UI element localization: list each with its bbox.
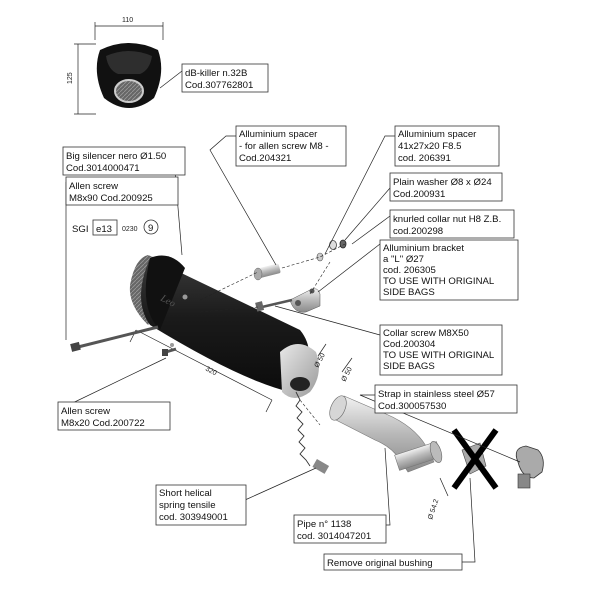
svg-text:41x27x20 F8.5: 41x27x20 F8.5 — [398, 141, 461, 152]
db-killer-insert — [114, 79, 144, 103]
svg-text:TO USE WITH ORIGINAL: TO USE WITH ORIGINAL — [383, 350, 495, 361]
svg-text:Cod.307762801: Cod.307762801 — [185, 80, 253, 91]
svg-text:Cod.200931: Cod.200931 — [393, 189, 445, 200]
svg-text:Collar screw M8X50: Collar screw M8X50 — [383, 328, 469, 339]
silencer-outlet — [290, 377, 310, 391]
stainless-strap — [515, 445, 544, 489]
allen-screw-m8x20 — [162, 347, 177, 356]
svg-text:SIDE BAGS: SIDE BAGS — [383, 287, 435, 298]
svg-text:dB-killer n.32B: dB-killer n.32B — [185, 68, 247, 79]
dim-height: 125 — [67, 72, 74, 84]
svg-text:Alluminium spacer: Alluminium spacer — [398, 129, 477, 140]
svg-text:Cod.300057530: Cod.300057530 — [378, 401, 446, 412]
svg-text:Alluminium bracket: Alluminium bracket — [383, 243, 464, 254]
plain-washer — [329, 240, 337, 250]
label-db-killer: dB-killer n.32B Cod.307762801 — [181, 63, 269, 93]
svg-text:0230: 0230 — [122, 226, 138, 233]
svg-text:Plain washer Ø8 x Ø24: Plain washer Ø8 x Ø24 — [393, 177, 492, 188]
big-silencer: Leo — [129, 255, 319, 398]
link-pipe — [329, 395, 443, 473]
collar-screw-m8x50 — [255, 298, 293, 312]
svg-text:Allen screw: Allen screw — [61, 406, 110, 417]
mount-hole-bottom — [170, 343, 174, 347]
label-allen-screw-m8x90: Allen screw M8x90 Cod.200925 — [65, 176, 179, 206]
svg-text:M8x90 Cod.200925: M8x90 Cod.200925 — [69, 193, 153, 204]
svg-text:SGI: SGI — [72, 224, 89, 235]
aluminium-spacer-41 — [316, 252, 324, 262]
dim-d542: Ø 54.2 — [427, 498, 440, 520]
svg-text:e13: e13 — [96, 224, 112, 235]
svg-text:cod. 206391: cod. 206391 — [398, 153, 451, 164]
silencer-body — [141, 258, 309, 392]
helical-spring — [295, 391, 330, 474]
svg-text:Cod.204321: Cod.204321 — [239, 153, 291, 164]
end-cap-view: 110 125 — [67, 17, 164, 115]
label-allen-screw-m8x20: Allen screw M8x20 Cod.200722 — [57, 401, 171, 431]
dim-length: 320 — [204, 366, 218, 378]
allen-screw-m8x90 — [70, 325, 159, 352]
svg-text:cod.200298: cod.200298 — [393, 226, 443, 237]
homologation-marks: SGI e13 0230 9 — [72, 219, 159, 236]
label-aluminium-spacer-41: Alluminium spacer 41x27x20 F8.5 cod. 206… — [394, 125, 500, 167]
svg-text:Allen screw: Allen screw — [69, 181, 118, 192]
label-plain-washer: Plain washer Ø8 x Ø24 Cod.200931 — [389, 172, 503, 202]
dim-d50-b: Ø 50 — [341, 366, 354, 383]
knurled-collar-nut — [339, 239, 347, 249]
svg-text:9: 9 — [148, 223, 153, 234]
svg-text:cod. 206305: cod. 206305 — [383, 265, 436, 276]
svg-text:a "L" Ø27: a "L" Ø27 — [383, 254, 424, 265]
label-pipe: Pipe n° 1138 cod. 3014047201 — [293, 514, 387, 544]
svg-text:spring tensile: spring tensile — [159, 500, 216, 511]
label-collar-screw: Collar screw M8X50 Cod.200304 TO USE WIT… — [379, 324, 503, 376]
svg-text:Big silencer nero Ø1.50: Big silencer nero Ø1.50 — [66, 151, 166, 162]
svg-text:knurled collar nut H8 Z.B.: knurled collar nut H8 Z.B. — [393, 214, 501, 225]
svg-text:- for allen screw M8 -: - for allen screw M8 - — [239, 141, 329, 152]
label-aluminium-spacer-m8: Alluminium spacer - for allen screw M8 -… — [235, 125, 347, 167]
svg-text:Alluminium spacer: Alluminium spacer — [239, 129, 318, 140]
label-aluminium-bracket: Alluminium bracket a "L" Ø27 cod. 206305… — [379, 239, 519, 301]
svg-text:cod. 3014047201: cod. 3014047201 — [297, 531, 371, 542]
label-big-silencer: Big silencer nero Ø1.50 Cod.3014000471 — [62, 146, 186, 176]
svg-text:M8x20 Cod.200722: M8x20 Cod.200722 — [61, 418, 145, 429]
svg-text:TO USE WITH ORIGINAL: TO USE WITH ORIGINAL — [383, 276, 495, 287]
label-spring: Short helical spring tensile cod. 303949… — [155, 484, 247, 526]
label-knurled-collar: knurled collar nut H8 Z.B. cod.200298 — [389, 209, 515, 239]
svg-text:Strap in stainless steel Ø57: Strap in stainless steel Ø57 — [378, 389, 495, 400]
svg-text:Cod.3014000471: Cod.3014000471 — [66, 163, 140, 174]
dim-width: 110 — [122, 17, 133, 24]
label-strap: Strap in stainless steel Ø57 Cod.3000575… — [374, 384, 518, 414]
svg-text:SIDE BAGS: SIDE BAGS — [383, 361, 435, 372]
aluminium-spacer-m8 — [253, 263, 281, 281]
svg-text:Remove original bushing: Remove original bushing — [327, 558, 433, 569]
svg-text:Pipe n° 1138: Pipe n° 1138 — [297, 519, 351, 530]
aluminium-l-bracket — [289, 288, 321, 313]
svg-text:cod. 303949001: cod. 303949001 — [159, 512, 228, 523]
original-bushing-removed — [451, 428, 499, 490]
svg-text:Short helical: Short helical — [159, 488, 212, 499]
mount-hole-top — [182, 294, 188, 300]
svg-text:Cod.200304: Cod.200304 — [383, 339, 436, 350]
label-remove-bushing: Remove original bushing — [323, 553, 463, 571]
